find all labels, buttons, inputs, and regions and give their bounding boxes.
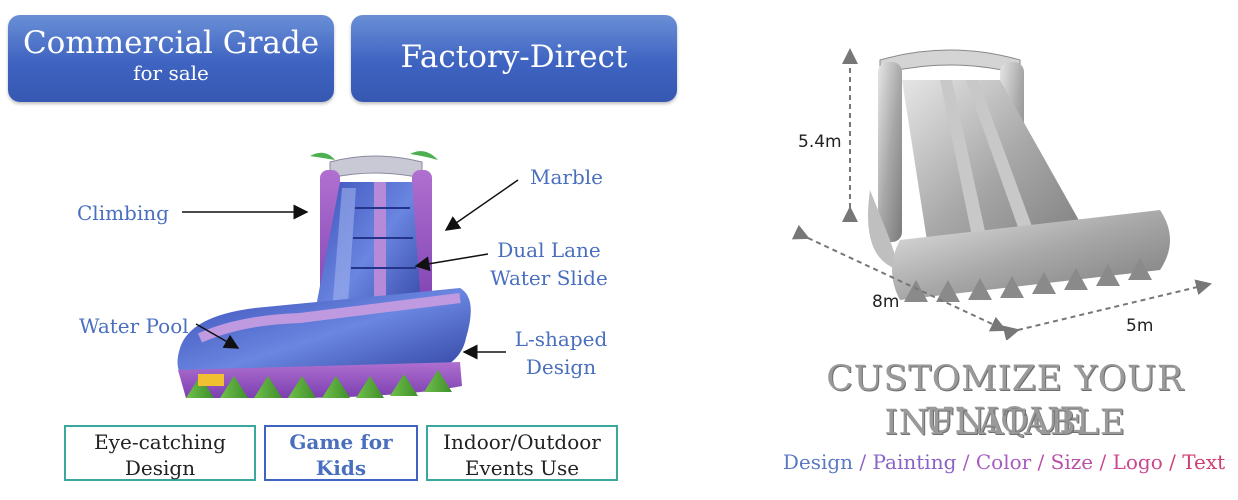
climbing-label: Climbing: [77, 201, 169, 225]
feature-game-for-kids-line1: Game for: [289, 430, 393, 454]
callout-arrows: [182, 179, 519, 360]
option-color: Color: [975, 450, 1032, 474]
l-shaped-line2: Design: [525, 355, 597, 379]
factory-direct-title: Factory-Direct: [400, 39, 628, 75]
dual-lane-line2: Water Slide: [490, 266, 608, 290]
feature-game-for-kids-line2: Kids: [315, 456, 367, 480]
feature-indoor-outdoor: Indoor/Outdoor Events Use: [426, 425, 618, 481]
water-pool-label: Water Pool: [79, 314, 189, 338]
length-dimension: 8m: [872, 292, 900, 312]
factory-direct-badge: Factory-Direct: [351, 15, 677, 102]
colored-water-slide-image: [177, 151, 471, 398]
option-painting: Painting: [872, 450, 957, 474]
option-separator: /: [1031, 450, 1051, 474]
feature-eye-catching-line2: Design: [124, 456, 196, 480]
customize-heading-line1: CUSTOMIZE YOUR UNIQUE: [826, 359, 1184, 441]
water-pool-arrow: [195, 323, 240, 349]
marble-arrow: [444, 179, 519, 231]
dimension-lines: [791, 48, 1212, 340]
option-separator: /: [853, 450, 873, 474]
option-logo: Logo: [1112, 450, 1163, 474]
commercial-grade-badge: Commercial Grade for sale: [8, 15, 334, 102]
for-sale-subtitle: for sale: [133, 61, 209, 85]
option-design: Design: [782, 450, 854, 474]
dual-lane-line1: Dual Lane: [497, 238, 601, 262]
customization-options: Design / Painting / Color / Size / Logo …: [770, 449, 1238, 475]
dual-lane-label: Dual Lane Water Slide: [490, 236, 608, 292]
dual-lane-arrow: [414, 253, 489, 272]
feature-indoor-outdoor-line1: Indoor/Outdoor: [443, 430, 601, 454]
height-dimension: 5.4m: [798, 132, 842, 152]
l-shaped-line1: L-shaped: [514, 327, 608, 351]
customize-heading-line2: INFLATABLE: [884, 403, 1126, 443]
width-dimension: 5m: [1126, 316, 1154, 336]
feature-eye-catching-line1: Eye-catching: [94, 430, 226, 454]
option-size: Size: [1050, 450, 1094, 474]
option-separator: /: [1093, 450, 1113, 474]
commercial-grade-title: Commercial Grade: [22, 25, 320, 61]
option-separator: /: [1162, 450, 1183, 474]
feature-game-for-kids: Game for Kids: [264, 425, 418, 481]
feature-eye-catching: Eye-catching Design: [64, 425, 256, 481]
l-shaped-label: L-shaped Design: [514, 325, 608, 381]
feature-indoor-outdoor-line2: Events Use: [464, 456, 580, 480]
option-separator: /: [956, 450, 976, 474]
marble-label: Marble: [530, 165, 603, 189]
option-text: Text: [1182, 450, 1226, 474]
